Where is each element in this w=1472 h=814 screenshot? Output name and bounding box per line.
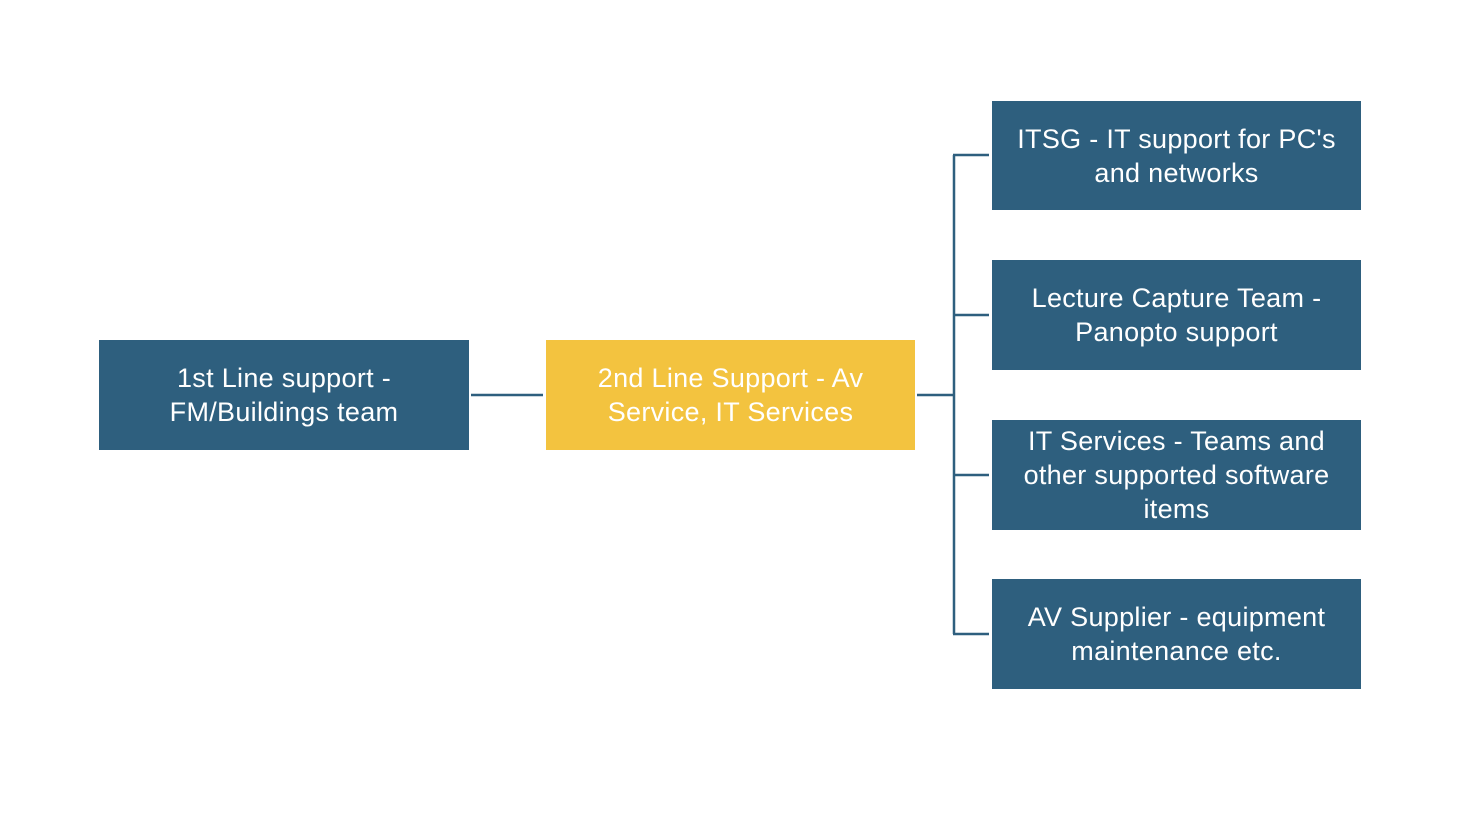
node-lecture-capture-team-label: Lecture Capture Team - Panopto support: [1031, 283, 1322, 347]
node-av-supplier: AV Supplier - equipment maintenance etc.: [992, 579, 1361, 689]
node-itsg: ITSG - IT support for PC's and networks: [992, 101, 1361, 210]
node-av-supplier-label: AV Supplier - equipment maintenance etc.: [1027, 602, 1326, 666]
node-first-line-support-label: 1st Line support - FM/Buildings team: [169, 363, 399, 427]
node-second-line-support: 2nd Line Support - Av Service, IT Servic…: [546, 340, 915, 450]
node-itsg-label: ITSG - IT support for PC's and networks: [1017, 123, 1336, 188]
node-lecture-capture-team: Lecture Capture Team - Panopto support: [992, 260, 1361, 370]
node-it-services: IT Services - Teams and other supported …: [992, 420, 1361, 530]
node-first-line-support: 1st Line support - FM/Buildings team: [99, 340, 469, 450]
node-it-services-label: IT Services - Teams and other supported …: [1023, 426, 1330, 524]
node-second-line-support-label: 2nd Line Support - Av Service, IT Servic…: [597, 363, 864, 427]
